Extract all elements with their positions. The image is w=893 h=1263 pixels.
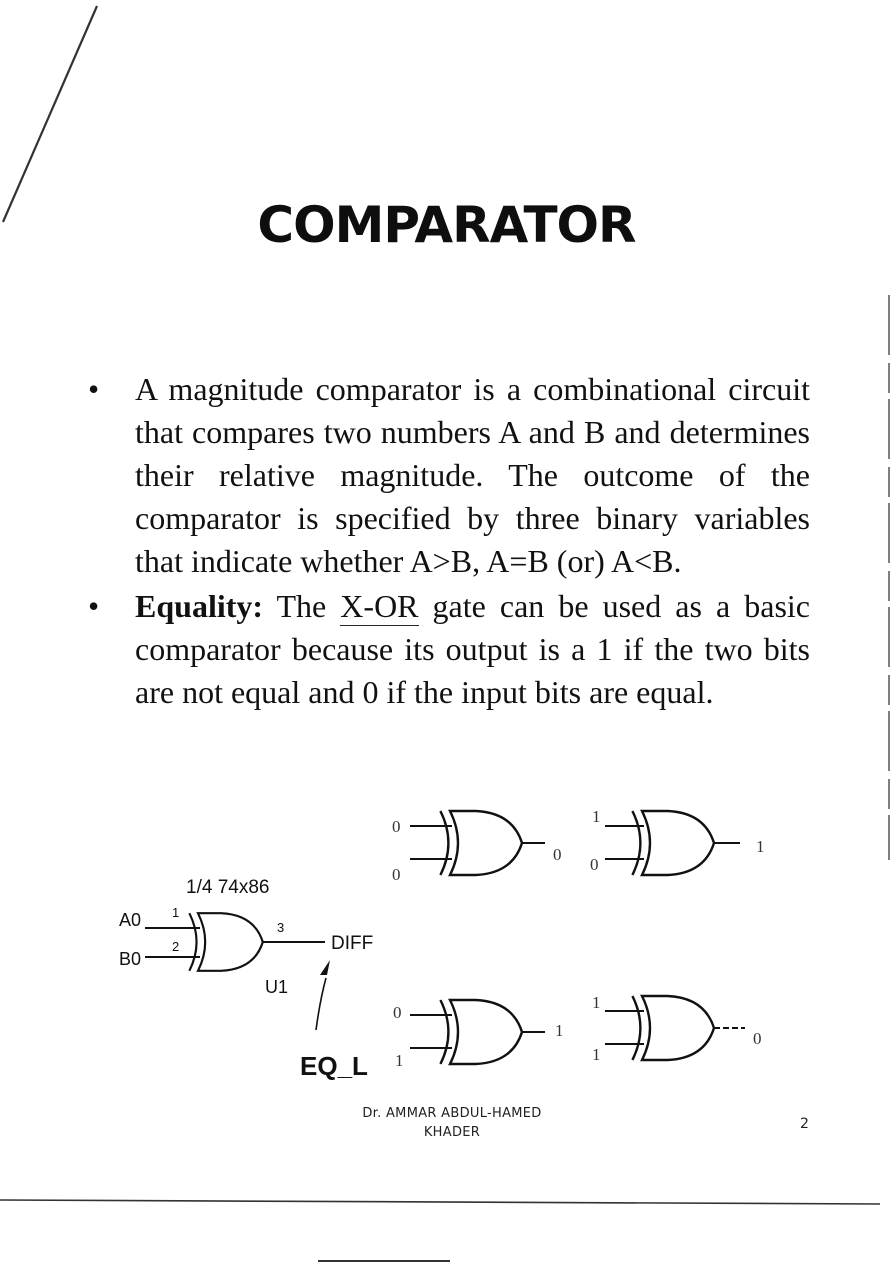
bullet-dot: • [88, 371, 100, 407]
author-line-1: Dr. AMMAR ABDUL-HAMED [362, 1106, 542, 1121]
footer-author: Dr. AMMAR ABDUL-HAMED KHADER [322, 1104, 582, 1142]
unit-label: U1 [265, 977, 288, 997]
chip-label: 1/4 74x86 [186, 877, 269, 898]
bullet-dot: • [88, 588, 100, 624]
gate-2-input-b: 0 [590, 855, 599, 874]
gate-2-input-a: 1 [592, 807, 601, 826]
bullet-text: A magnitude comparator is a combinationa… [135, 371, 810, 579]
gate-3-output: 1 [555, 1021, 564, 1040]
gate-4-input-a: 1 [592, 993, 601, 1012]
output-label: DIFF [331, 933, 373, 954]
bullet-text-before: The [263, 588, 341, 624]
gate-1-input-b: 0 [392, 865, 401, 884]
input-b-label: B0 [119, 949, 141, 969]
bullet-list: • A magnitude comparator is a combinatio… [88, 368, 810, 714]
pin-3-label: 3 [277, 920, 284, 935]
gate-3-input-b: 1 [395, 1051, 404, 1070]
page-title: COMPARATOR [257, 196, 636, 254]
page-number: 2 [800, 1116, 809, 1132]
gate-1-output: 0 [553, 845, 562, 864]
example-gate-3: 0 1 1 [393, 998, 564, 1070]
equality-label: Equality: [135, 588, 264, 624]
gate-1-input-a: 0 [392, 817, 401, 836]
input-a-label: A0 [119, 910, 141, 930]
author-line-2: KHADER [423, 1125, 481, 1140]
bullet-magnitude-comparator: • A magnitude comparator is a combinatio… [88, 368, 810, 583]
gate-3-input-a: 0 [393, 1003, 402, 1022]
gate-4-output: 0 [753, 1029, 762, 1048]
gate-2-output: 1 [756, 837, 765, 856]
example-gate-2: 1 0 1 [590, 807, 765, 877]
bullet-text-after: gate can be used as a basic comparator b… [135, 588, 811, 710]
bullet-equality: • Equality: The X-OR gate can be used as… [88, 585, 810, 714]
gate-4-input-b: 1 [592, 1045, 601, 1064]
pin-1-label: 1 [172, 905, 179, 920]
pin-2-label: 2 [172, 939, 179, 954]
xor-term: X-OR [340, 588, 419, 626]
example-gate-4: 1 1 0 [592, 993, 762, 1064]
main-xor-gate [145, 912, 330, 1031]
example-gate-1: 0 0 0 [392, 809, 562, 884]
annotation-label: EQ_L [300, 1051, 368, 1081]
